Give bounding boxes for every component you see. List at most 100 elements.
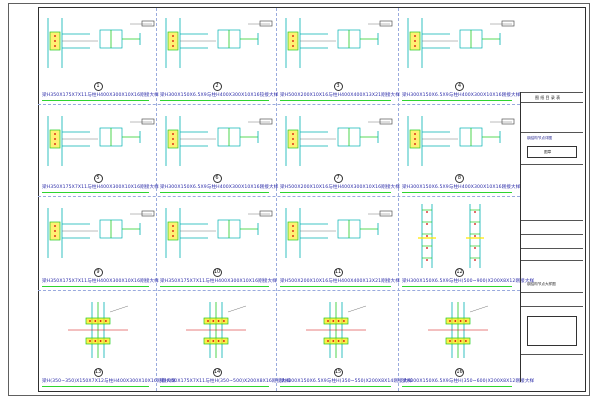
bolt	[172, 225, 174, 227]
drawing-number-box	[527, 316, 577, 346]
callout-box	[501, 118, 515, 125]
detail-number: 6	[212, 174, 222, 183]
splice-plate	[445, 337, 471, 345]
callout-box	[501, 20, 515, 27]
bolt	[54, 143, 56, 145]
grid-divider	[38, 290, 520, 291]
caption-underline	[42, 100, 149, 101]
detail-number: 15	[333, 368, 343, 377]
detail-number: 9	[93, 268, 103, 277]
bolt	[94, 320, 97, 322]
inner-border	[38, 7, 586, 392]
bolt	[343, 340, 345, 342]
detail-caption: 梁H500X200X10X16与柱H400X300X10X16刚接大样	[280, 185, 400, 190]
caption-underline	[160, 192, 269, 193]
bolt	[172, 40, 174, 42]
caption-underline	[42, 286, 149, 287]
bolt	[426, 223, 428, 225]
bolt	[474, 211, 476, 213]
caption-underline	[42, 192, 149, 193]
bolt	[54, 35, 56, 37]
detail-number: 16	[455, 368, 464, 377]
bolt	[414, 45, 416, 47]
bolt	[105, 320, 107, 322]
bolt	[332, 320, 335, 322]
bolt	[454, 320, 457, 322]
bolt	[426, 259, 428, 261]
stamp-box: 图章	[527, 146, 577, 158]
bolt	[414, 138, 416, 140]
callout-box	[379, 20, 393, 27]
bolt	[465, 320, 467, 322]
bolt	[332, 340, 335, 342]
splice-plate	[323, 317, 349, 325]
bolt	[212, 320, 215, 322]
callout-box	[379, 210, 393, 217]
callout-box	[379, 118, 393, 125]
bolt	[172, 235, 174, 237]
bolt	[337, 320, 340, 322]
bolt	[94, 340, 97, 342]
bolt	[99, 320, 102, 322]
detail-number: 1	[93, 82, 103, 91]
bolt	[292, 225, 294, 227]
bolt	[172, 35, 174, 37]
bolt	[172, 138, 174, 140]
callout-box	[141, 210, 155, 217]
leader-line	[347, 305, 367, 313]
bolt	[414, 133, 416, 135]
detail-caption: 梁H300X150X6.5X9与柱H(500~900)X200X8X12刚接大样	[402, 279, 535, 284]
bolt	[426, 211, 428, 213]
detail-caption: 梁H300X150X6.5X9与柱H400X300X10X16刚接大样	[402, 93, 521, 98]
bolt	[54, 235, 56, 237]
detail-caption: 梁H350X175X7X11与柱H400X300X10X16刚接大样	[42, 93, 159, 98]
caption-underline	[42, 386, 149, 387]
callout-box	[259, 118, 273, 125]
bolt	[172, 133, 174, 135]
grid-divider	[38, 104, 520, 105]
detail-number: 14	[212, 368, 222, 377]
splice-plate	[203, 337, 229, 345]
detail-caption: 梁H350X175X7X11与柱H400X300X10X16刚接大样	[160, 279, 277, 284]
bolt	[54, 40, 56, 42]
detail-caption: 梁H300X150X6.5X9与柱H(350~600)X200X8X12刚接大样	[402, 379, 535, 384]
caption-underline	[402, 386, 512, 387]
bolt	[474, 247, 476, 249]
callout-box	[141, 20, 155, 27]
bolt	[459, 340, 462, 342]
caption-underline	[280, 286, 391, 287]
detail-caption: 梁H500X200X10X16与柱H400X400X13X21刚接大样	[280, 93, 400, 98]
splice-plate	[445, 317, 471, 325]
bolt	[172, 45, 174, 47]
caption-underline	[402, 100, 512, 101]
bolt	[54, 45, 56, 47]
detail-caption: 梁H350X175X7X11与柱H400X300X10X16刚接大样	[42, 185, 159, 190]
bolt	[292, 143, 294, 145]
detail-caption: 梁H500X200X10X16与柱H400X400X13X21刚接大样	[280, 279, 400, 284]
bolt	[207, 320, 209, 322]
detail-number: 8	[455, 174, 464, 183]
grid-divider	[38, 196, 520, 197]
bolt	[327, 340, 329, 342]
detail-number: 13	[93, 368, 103, 377]
bolt	[172, 143, 174, 145]
splice-plate	[323, 337, 349, 345]
detail-number: 7	[333, 174, 343, 183]
bolt	[292, 133, 294, 135]
leader-line	[109, 305, 129, 313]
bolt	[343, 320, 345, 322]
splice-plate	[85, 337, 111, 345]
grid-divider	[398, 8, 399, 391]
bolt	[337, 340, 340, 342]
grid-divider	[156, 8, 157, 391]
bolt	[172, 230, 174, 232]
detail-cell: 1 梁H350X175X7X11与柱H400X300X10X16刚接大样	[40, 8, 159, 104]
